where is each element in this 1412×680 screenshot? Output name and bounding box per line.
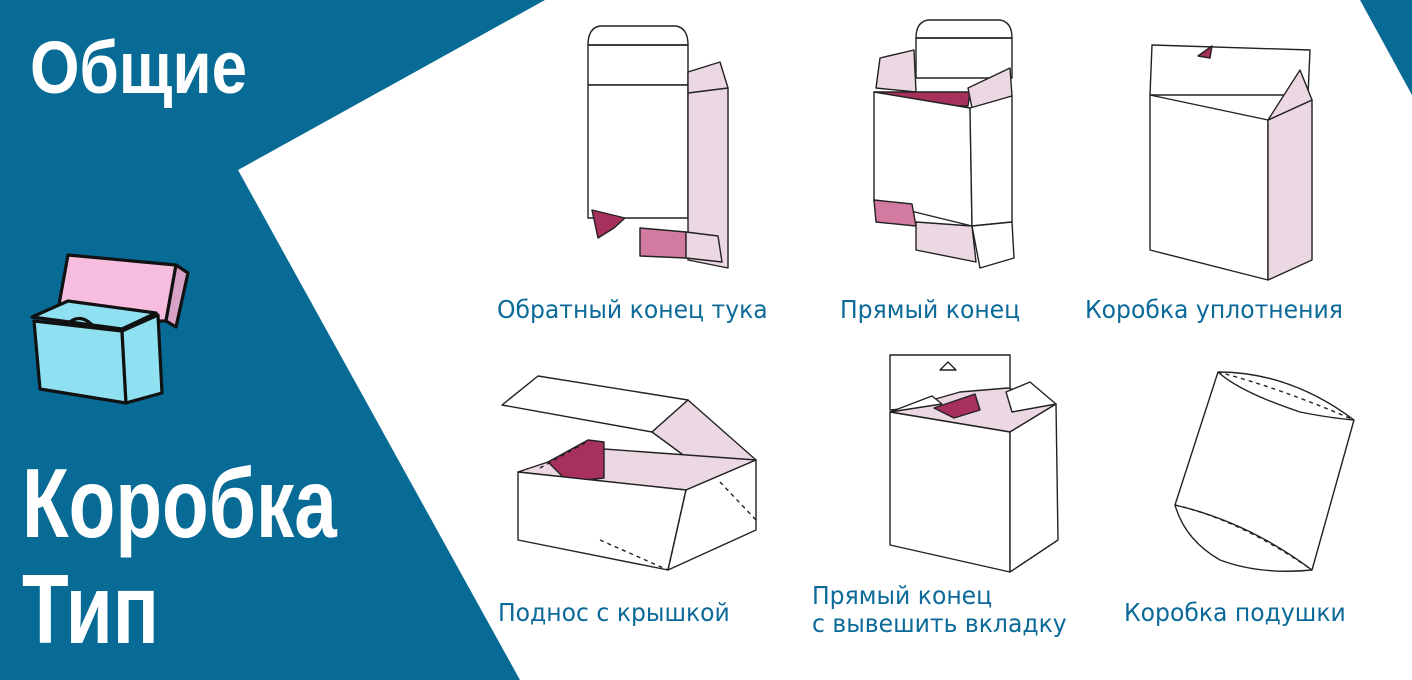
- open-box-icon: [30, 253, 190, 405]
- caption-tray-with-lid: Поднос с крышкой: [498, 598, 730, 627]
- title-main-line2: Тип: [22, 554, 159, 664]
- caption-hang-tab: Прямый конец с вывешить вкладку: [812, 582, 1067, 638]
- seal-end-box-illustration: [1149, 44, 1313, 281]
- caption-hang-tab-line2: с вывешить вкладку: [812, 609, 1067, 638]
- pillow-box-illustration: [1174, 371, 1355, 572]
- blue-corner-top-right: [1360, 0, 1412, 95]
- caption-straight-tuck-end: Прямый конец: [840, 295, 1021, 324]
- hang-tab-box-illustration: [889, 354, 1059, 573]
- caption-seal-end: Коробка уплотнения: [1085, 295, 1343, 324]
- straight-tuck-end-box-illustration: [873, 19, 1015, 269]
- caption-hang-tab-line1: Прямый конец: [812, 581, 993, 610]
- title-top: Общие: [30, 26, 248, 109]
- tray-with-lid-box-illustration: [501, 375, 757, 571]
- title-main-line1: Коробка: [22, 448, 337, 558]
- caption-pillow-box: Коробка подушки: [1124, 598, 1346, 627]
- blue-panel-left: [0, 0, 545, 680]
- caption-reverse-tuck-end: Обратный конец тука: [497, 295, 768, 324]
- reverse-tuck-end-box-illustration: [587, 25, 729, 269]
- title-main: Коробка Тип: [22, 450, 337, 662]
